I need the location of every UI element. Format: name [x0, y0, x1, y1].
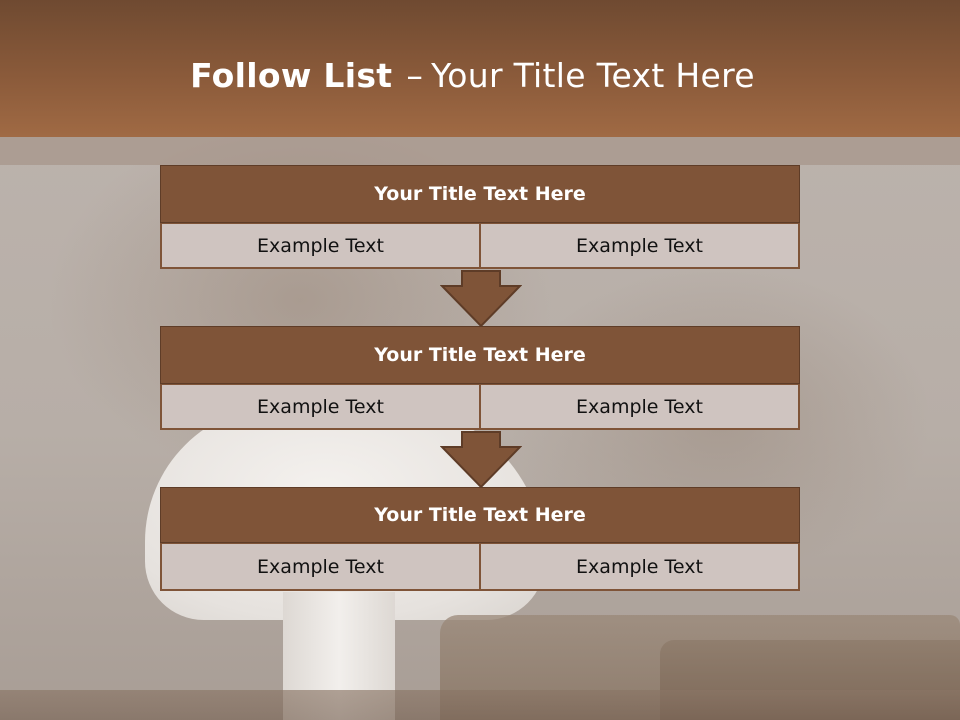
slide-title-dash: – — [406, 56, 424, 95]
flow-step-cell-right: Example Text — [481, 384, 800, 430]
slide-title-bold: Follow List — [190, 56, 393, 95]
flow-step-row: Example Text Example Text — [160, 223, 800, 269]
flow-step-cell-right: Example Text — [481, 543, 800, 591]
down-arrow-icon — [440, 431, 522, 489]
flow-step-3: Your Title Text Here Example Text Exampl… — [160, 487, 800, 591]
flow-step-2: Your Title Text Here Example Text Exampl… — [160, 326, 800, 430]
header-bar — [0, 0, 960, 137]
flow-step-heading: Your Title Text Here — [160, 326, 800, 384]
header-strip — [0, 137, 960, 165]
flow-step-cell-left: Example Text — [160, 223, 481, 269]
slide-title: Follow List–Your Title Text Here — [0, 56, 945, 95]
flow-step-cell-left: Example Text — [160, 543, 481, 591]
flow-step-heading: Your Title Text Here — [160, 487, 800, 543]
table-image — [0, 690, 960, 720]
slide-title-rest: Your Title Text Here — [431, 56, 755, 95]
flow-step-row: Example Text Example Text — [160, 543, 800, 591]
flow-step-cell-left: Example Text — [160, 384, 481, 430]
flow-step-row: Example Text Example Text — [160, 384, 800, 430]
flow-step-cell-right: Example Text — [481, 223, 800, 269]
flow-step-heading: Your Title Text Here — [160, 165, 800, 223]
down-arrow-icon — [440, 270, 522, 328]
flow-step-1: Your Title Text Here Example Text Exampl… — [160, 165, 800, 269]
